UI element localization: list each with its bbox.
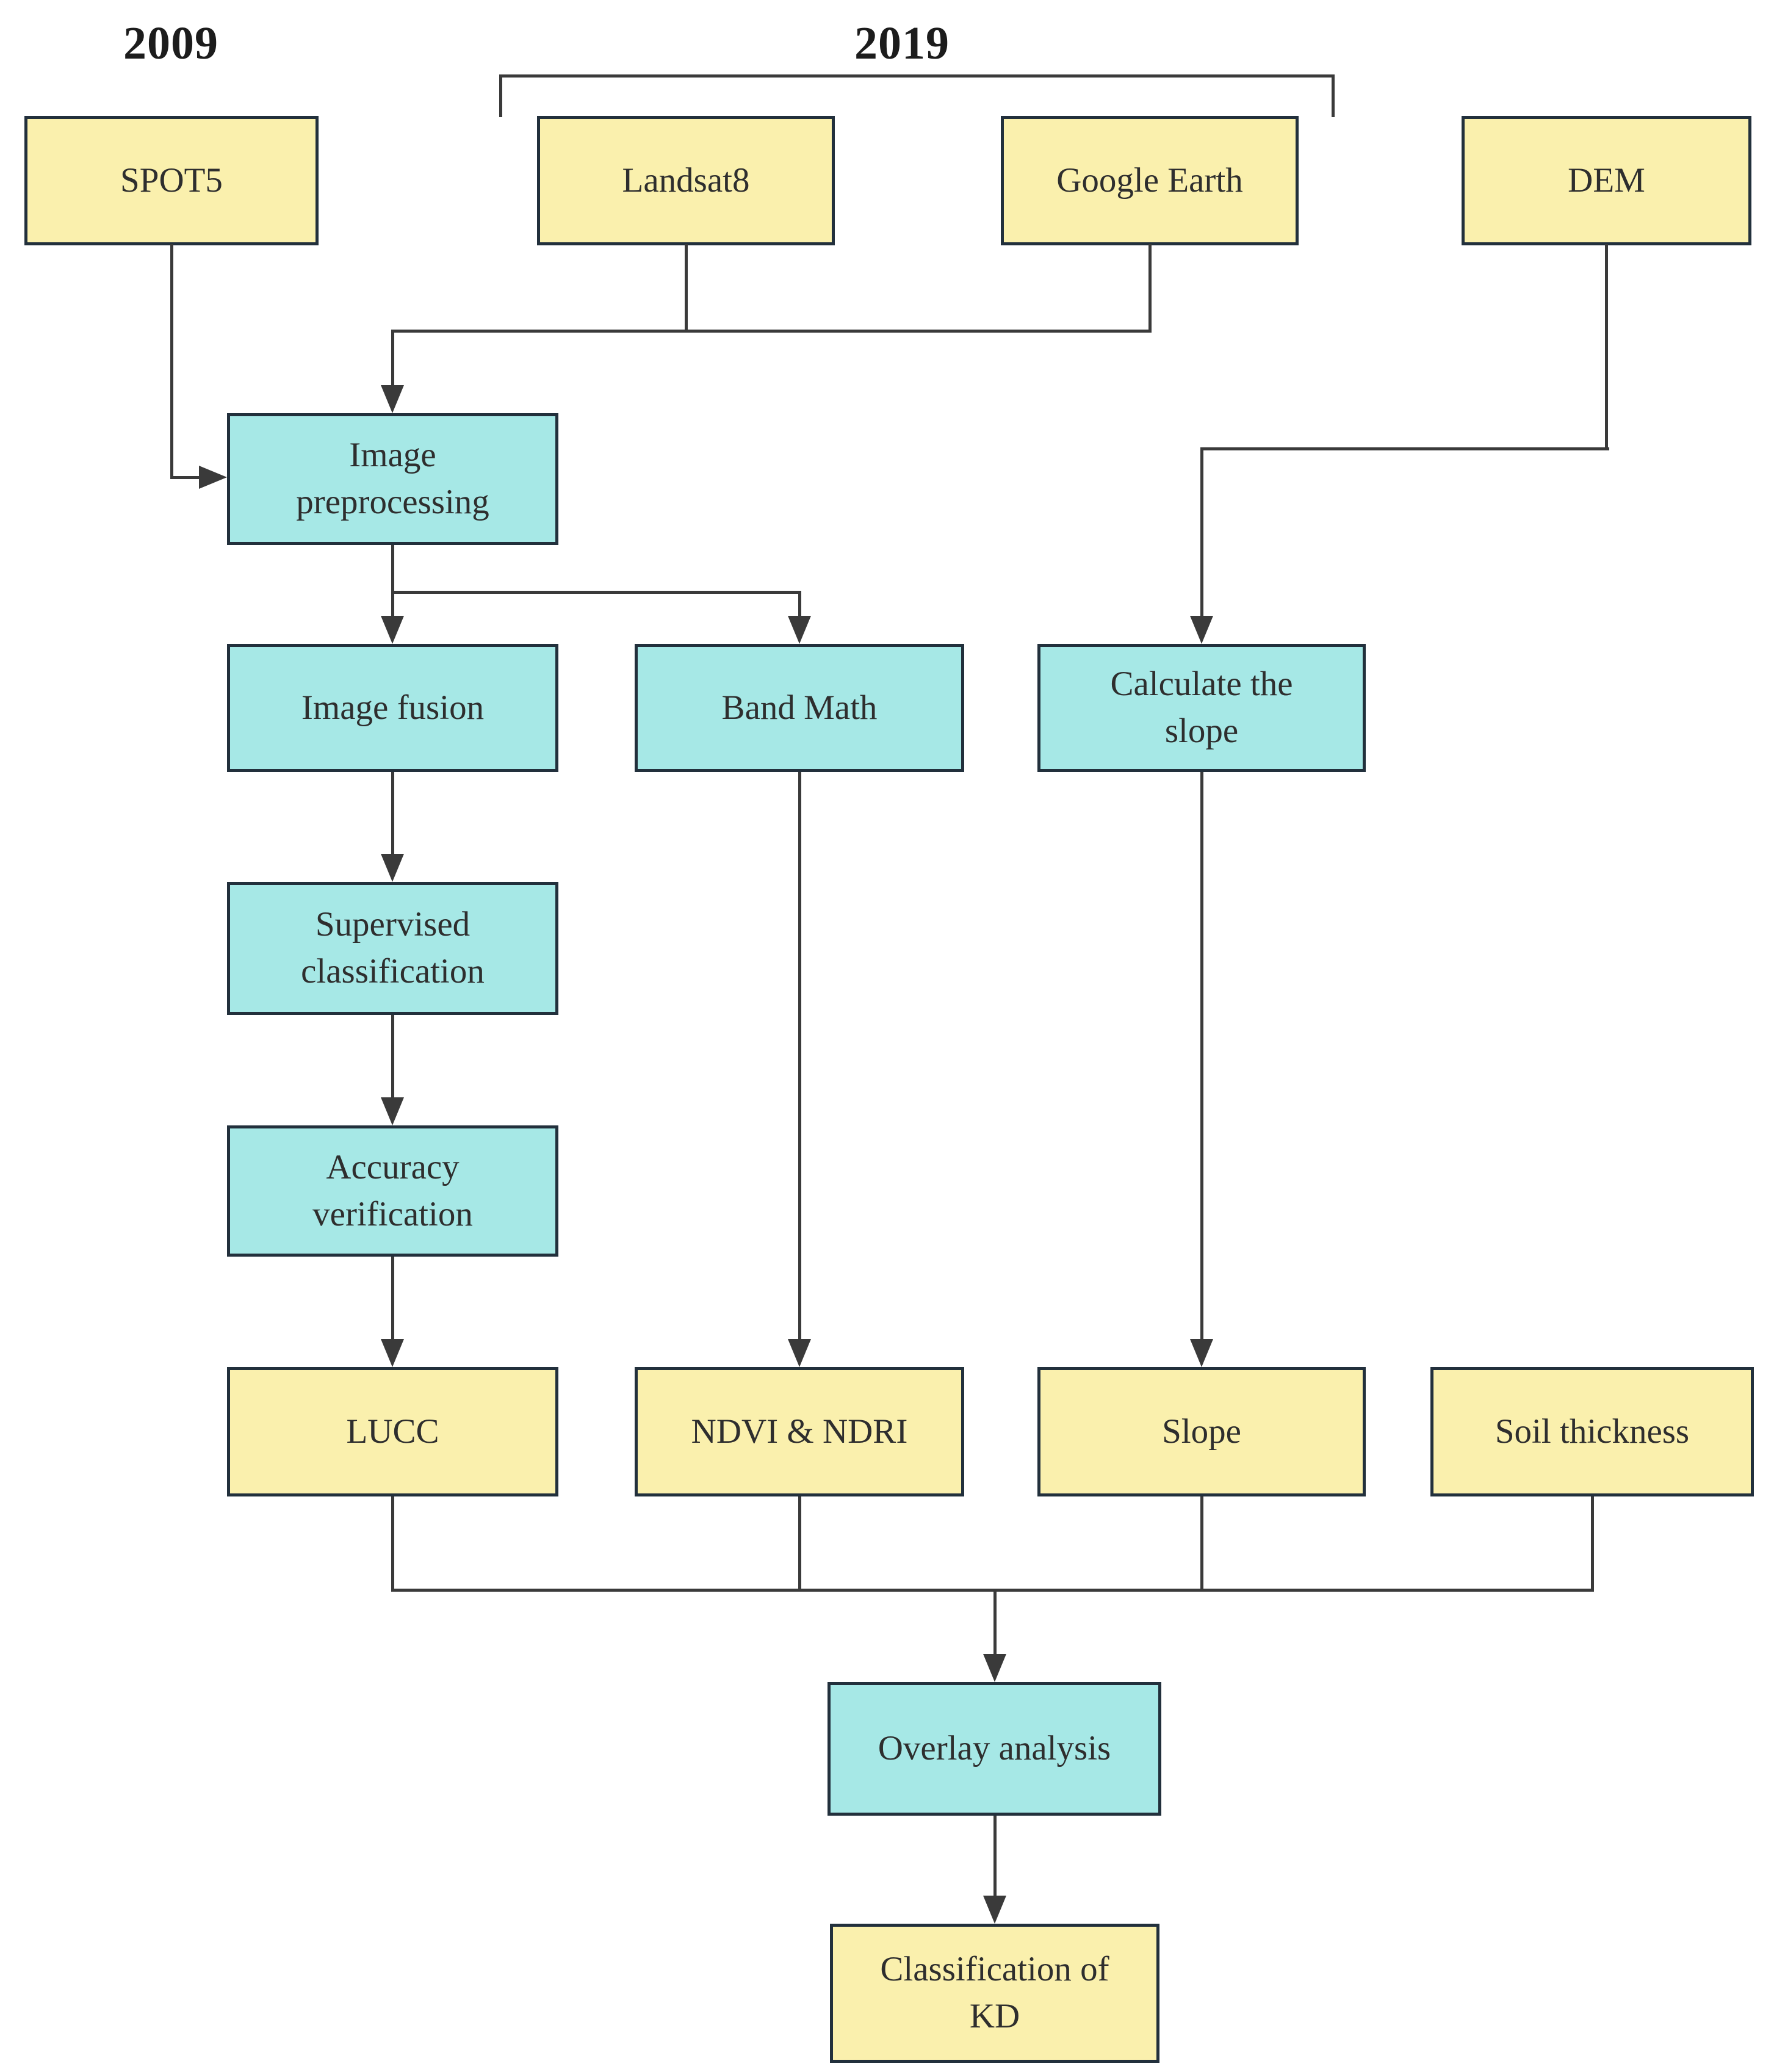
connector-calcslope-to-slope [1200, 772, 1203, 1341]
node-image-preprocessing-label: Image preprocessing [296, 436, 489, 521]
node-calculate-slope: Calculate the slope [1037, 644, 1366, 772]
connector-overlay-to-kd [993, 1816, 997, 1898]
node-supervised-classification-label: Supervised classification [301, 905, 485, 991]
connector-collect-horizontal [391, 1589, 1594, 1592]
node-landsat8-label: Landsat8 [622, 161, 750, 200]
arrowhead-into-image-preprocessing-top [381, 385, 404, 413]
node-band-math-label: Band Math [721, 688, 878, 727]
node-image-fusion: Image fusion [227, 644, 558, 772]
node-lucc: LUCC [227, 1367, 558, 1496]
connector-landsat8-vertical [685, 244, 688, 333]
connector-bandmath-to-ndvi [798, 772, 801, 1341]
node-ndvi-ndri-label: NDVI & NDRI [691, 1412, 908, 1451]
year-label-2019: 2019 [854, 18, 950, 69]
node-lucc-label: LUCC [346, 1412, 439, 1451]
node-soil-thickness-label: Soil thickness [1495, 1412, 1690, 1451]
connector-into-preprocessing-vertical [391, 330, 394, 388]
arrowhead-into-classification-kd [983, 1896, 1006, 1924]
node-soil-thickness: Soil thickness [1430, 1367, 1754, 1496]
connector-dem-horizontal [1200, 447, 1609, 450]
node-dem: DEM [1462, 116, 1751, 245]
connector-dem-vertical [1605, 244, 1608, 450]
arrowhead-into-calculate-slope [1190, 616, 1213, 644]
node-landsat8: Landsat8 [537, 116, 835, 245]
node-image-preprocessing: Image preprocessing [227, 413, 558, 545]
arrowhead-into-supervised-classification [381, 854, 404, 882]
connector-into-calculate-slope [1200, 447, 1203, 618]
node-overlay-analysis-label: Overlay analysis [878, 1729, 1111, 1768]
node-overlay-analysis: Overlay analysis [828, 1682, 1161, 1816]
connector-into-band-math [798, 591, 801, 618]
arrowhead-into-image-preprocessing-left [199, 466, 227, 489]
connector-preprocessing-bottom [391, 545, 394, 594]
bracket-2019-horizontal [499, 74, 1335, 78]
connector-supervised-to-accuracy [391, 1015, 394, 1100]
connector-fusion-to-supervised [391, 772, 394, 856]
node-classification-kd: Classification of KD [830, 1924, 1159, 2063]
node-classification-kd-label: Classification of KD [880, 1950, 1109, 2035]
connector-accuracy-to-lucc [391, 1257, 394, 1341]
node-spot5: SPOT5 [24, 116, 319, 245]
node-slope-label: Slope [1162, 1412, 1241, 1451]
node-dem-label: DEM [1568, 161, 1645, 200]
node-supervised-classification: Supervised classification [227, 882, 558, 1015]
node-accuracy-verification: Accuracy verification [227, 1125, 558, 1257]
year-label-2009: 2009 [123, 18, 218, 69]
bracket-2019-left-stub [499, 74, 502, 117]
arrowhead-into-overlay-analysis [983, 1654, 1006, 1682]
arrowhead-into-image-fusion [381, 616, 404, 644]
bracket-2019-right-stub [1332, 74, 1335, 117]
node-image-fusion-label: Image fusion [301, 688, 485, 727]
connector-into-image-fusion [391, 591, 394, 618]
connector-spot5-vertical [170, 244, 173, 479]
node-google-earth-label: Google Earth [1056, 161, 1243, 200]
connector-into-overlay [993, 1589, 997, 1656]
node-ndvi-ndri: NDVI & NDRI [635, 1367, 964, 1496]
node-google-earth: Google Earth [1001, 116, 1299, 245]
node-band-math: Band Math [635, 644, 964, 772]
connector-slope-down [1200, 1496, 1203, 1592]
connector-split-horizontal [391, 591, 801, 594]
arrowhead-into-slope [1190, 1339, 1213, 1367]
connector-lucc-down [391, 1496, 394, 1592]
arrowhead-into-ndvi-ndri [788, 1339, 811, 1367]
connector-spot5-horizontal [170, 476, 201, 479]
connector-merge-horizontal [391, 330, 1152, 333]
connector-soil-thickness-down [1591, 1496, 1594, 1592]
node-accuracy-verification-label: Accuracy verification [312, 1147, 473, 1233]
node-spot5-label: SPOT5 [120, 161, 223, 200]
node-slope: Slope [1037, 1367, 1366, 1496]
connector-google-earth-vertical [1148, 244, 1152, 333]
arrowhead-into-accuracy-verification [381, 1097, 404, 1125]
arrowhead-into-lucc [381, 1339, 404, 1367]
connector-ndvi-down [798, 1496, 801, 1592]
arrowhead-into-band-math [788, 616, 811, 644]
node-calculate-slope-label: Calculate the slope [1110, 665, 1293, 750]
